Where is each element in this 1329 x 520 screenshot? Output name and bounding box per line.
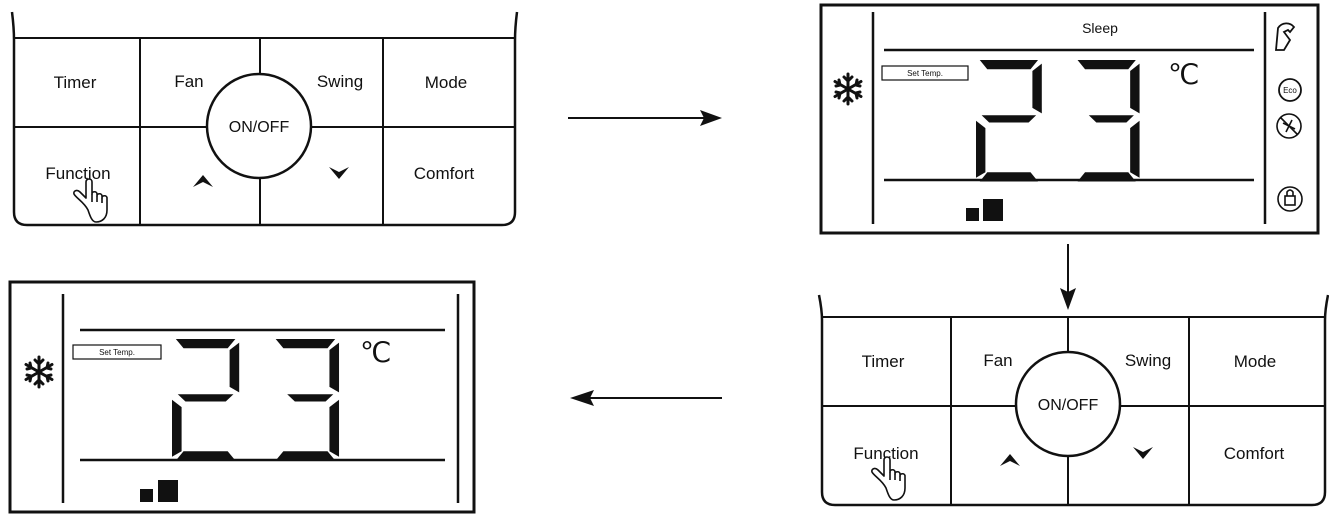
set-temp-badge [881, 65, 969, 81]
comfort-button[interactable]: Comfort [414, 164, 475, 183]
fan-speed-icon-2 [140, 480, 178, 502]
up-arrow-icon[interactable] [193, 175, 213, 187]
set-temp-badge-2 [72, 344, 162, 360]
celsius-unit: ℃ [1168, 59, 1199, 90]
eco-label: Eco [1283, 86, 1297, 95]
keypad-bottom [817, 294, 1329, 507]
sleep-label: Sleep [1082, 20, 1118, 36]
fan-button-2[interactable]: Fan [983, 351, 1012, 370]
no-mosquito-icon [1276, 113, 1302, 139]
lock-badge-icon [1277, 186, 1303, 212]
timer-button[interactable]: Timer [54, 73, 97, 92]
display-full [819, 3, 1320, 235]
onoff-button[interactable]: ON/OFF [229, 119, 290, 136]
arrow-down [1060, 244, 1076, 310]
set-temp-label: Set Temp. [907, 69, 943, 78]
swing-button-2[interactable]: Swing [1125, 351, 1171, 370]
pointing-hand-icon-2 [871, 456, 906, 501]
set-temp-label-2: Set Temp. [99, 348, 135, 357]
comfort-button-2[interactable]: Comfort [1224, 444, 1285, 463]
up-arrow-icon-2[interactable] [1000, 454, 1020, 466]
fan-speed-icon [966, 199, 1003, 221]
function-button-2[interactable]: Function [853, 444, 918, 463]
strong-arm-icon [1275, 22, 1296, 51]
arrow-right [568, 110, 722, 126]
mode-button-2[interactable]: Mode [1234, 352, 1277, 371]
display-simple [8, 280, 476, 514]
onoff-button-2[interactable]: ON/OFF [1038, 397, 1099, 414]
down-arrow-icon[interactable] [329, 167, 349, 179]
arrow-left [570, 390, 722, 406]
celsius-unit-2: ℃ [360, 337, 391, 368]
timer-button-2[interactable]: Timer [862, 352, 905, 371]
pointing-hand-icon [73, 178, 108, 223]
swing-button[interactable]: Swing [317, 72, 363, 91]
down-arrow-icon-2[interactable] [1133, 447, 1153, 459]
mode-button[interactable]: Mode [425, 73, 468, 92]
keypad-top [10, 11, 519, 227]
eco-icon [1278, 78, 1302, 102]
function-button[interactable]: Function [45, 164, 110, 183]
fan-button[interactable]: Fan [174, 72, 203, 91]
